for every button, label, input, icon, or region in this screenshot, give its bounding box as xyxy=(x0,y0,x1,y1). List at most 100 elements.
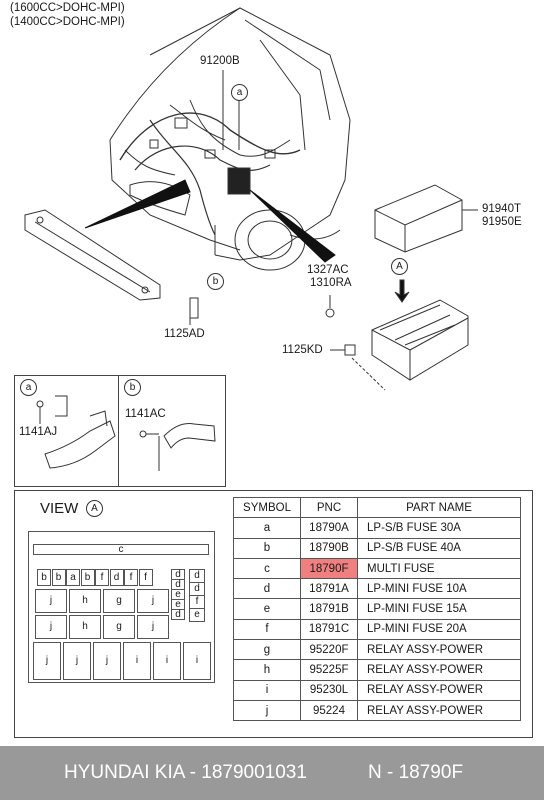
row-pnc: 95230L xyxy=(300,679,358,701)
relay-cell: h xyxy=(69,589,101,613)
multi-fuse-cell: c xyxy=(33,544,209,555)
inset-a: a 1141AJ xyxy=(14,375,120,487)
fuse-box-cover xyxy=(374,184,463,253)
relay-cell: j xyxy=(137,589,169,613)
row-part-name: LP-S/B FUSE 40A xyxy=(357,537,521,559)
row-pnc: 18791C xyxy=(300,618,358,641)
fuse-cell: b xyxy=(51,569,66,586)
row-symbol: e xyxy=(233,598,301,620)
row-symbol: b xyxy=(233,537,301,559)
inset-a-part-number: 1141AJ xyxy=(19,426,58,438)
inset-b-letter: b xyxy=(124,379,141,396)
row-pnc: 95225F xyxy=(300,659,358,681)
relay-cell: i xyxy=(153,642,181,680)
fuse-cell: e xyxy=(189,608,205,622)
fuse-cell: f xyxy=(95,569,109,586)
view-letter: A xyxy=(86,500,103,517)
car-windshield xyxy=(244,19,331,121)
footer-part-number: HYUNDAI KIA - 1879001031 xyxy=(64,762,307,783)
inset-b: b 1141AC xyxy=(118,375,226,487)
row-part-name: LP-MINI FUSE 15A xyxy=(357,598,521,620)
row-part-name: LP-MINI FUSE 20A xyxy=(357,618,521,641)
row-symbol: a xyxy=(233,517,301,539)
bolt-part-number-left: 1125AD xyxy=(164,328,205,340)
nut-part-number-1: 1327AC xyxy=(307,264,349,276)
table-header-pnc: PNC xyxy=(300,496,358,519)
fuse-box-base xyxy=(371,299,469,381)
row-part-name: LP-MINI FUSE 10A xyxy=(357,578,521,600)
row-part-name: RELAY ASSY-POWER xyxy=(357,679,521,701)
row-part-name: RELAY ASSY-POWER xyxy=(357,639,521,661)
fuse-cell: f xyxy=(124,569,138,586)
relay-cell: j xyxy=(93,642,121,680)
engine-spec-1400: (1400CC>DOHC-MPI) xyxy=(10,16,125,28)
relay-cell: h xyxy=(69,615,101,639)
mounting-rail xyxy=(24,209,161,301)
car-front xyxy=(109,139,241,251)
fuse-box-cover-part-1: 91940T xyxy=(482,203,522,215)
row-pnc: 18790F xyxy=(300,557,358,580)
inset-b-part-number: 1141AC xyxy=(125,408,166,420)
row-symbol: j xyxy=(233,699,301,722)
row-part-name: RELAY ASSY-POWER xyxy=(357,659,521,681)
relay-cell: j xyxy=(137,615,169,639)
row-part-name: MULTI FUSE xyxy=(357,557,521,580)
row-pnc: 18791B xyxy=(300,598,358,620)
row-symbol: h xyxy=(233,659,301,681)
car-body-outline xyxy=(149,7,351,261)
row-pnc: 95220F xyxy=(300,639,358,661)
fuse-cell: d xyxy=(189,582,205,596)
fuse-cell: a xyxy=(66,569,80,586)
harness-part-number: 91200B xyxy=(200,55,240,67)
view-a-marker: A xyxy=(391,258,408,275)
fuse-cell: b xyxy=(80,569,95,586)
row-symbol: f xyxy=(233,618,301,641)
relay-cell: i xyxy=(183,642,211,680)
car-hood xyxy=(109,7,241,141)
footer-bar: HYUNDAI KIA - 1879001031 N - 18790F xyxy=(0,746,544,800)
fuse-cell: f xyxy=(138,569,153,586)
row-symbol: i xyxy=(233,679,301,701)
row-pnc: 18791A xyxy=(300,578,358,600)
inset-a-drawing xyxy=(36,395,116,469)
front-wheel xyxy=(234,209,306,271)
inset-a-letter: a xyxy=(20,379,37,396)
row-symbol: c xyxy=(233,557,301,580)
relay-cell: j xyxy=(33,642,61,680)
row-symbol: g xyxy=(233,639,301,661)
footer-pnc: N - 18790F xyxy=(368,762,464,783)
row-symbol: d xyxy=(233,578,301,600)
bolt-part-number-right: 1125KD xyxy=(282,344,323,356)
fuse-cell: f xyxy=(189,595,205,609)
fuse-cell: d xyxy=(109,569,124,586)
row-part-name: RELAY ASSY-POWER xyxy=(357,699,521,722)
relay-cell: j xyxy=(63,642,91,680)
fuse-box-cover-part-2: 91950E xyxy=(482,216,522,228)
fuse-cell: d xyxy=(171,609,185,620)
nut-part-number-2: 1310RA xyxy=(310,277,352,289)
fuse-cell: b xyxy=(37,569,51,586)
relay-cell: i xyxy=(123,642,151,680)
callout-a: a xyxy=(231,84,248,101)
table-header-part-name: PART NAME xyxy=(357,496,521,519)
engine-spec-1600: (1600CC>DOHC-MPI) xyxy=(10,2,125,14)
row-pnc: 18790B xyxy=(300,537,358,559)
inset-b-drawing xyxy=(139,423,216,471)
callout-b: b xyxy=(207,273,224,290)
row-pnc: 18790A xyxy=(300,517,358,539)
table-header-symbol: SYMBOL xyxy=(233,496,301,519)
wiring-diagram-illustration xyxy=(24,7,478,391)
view-title: VIEW xyxy=(40,500,79,517)
